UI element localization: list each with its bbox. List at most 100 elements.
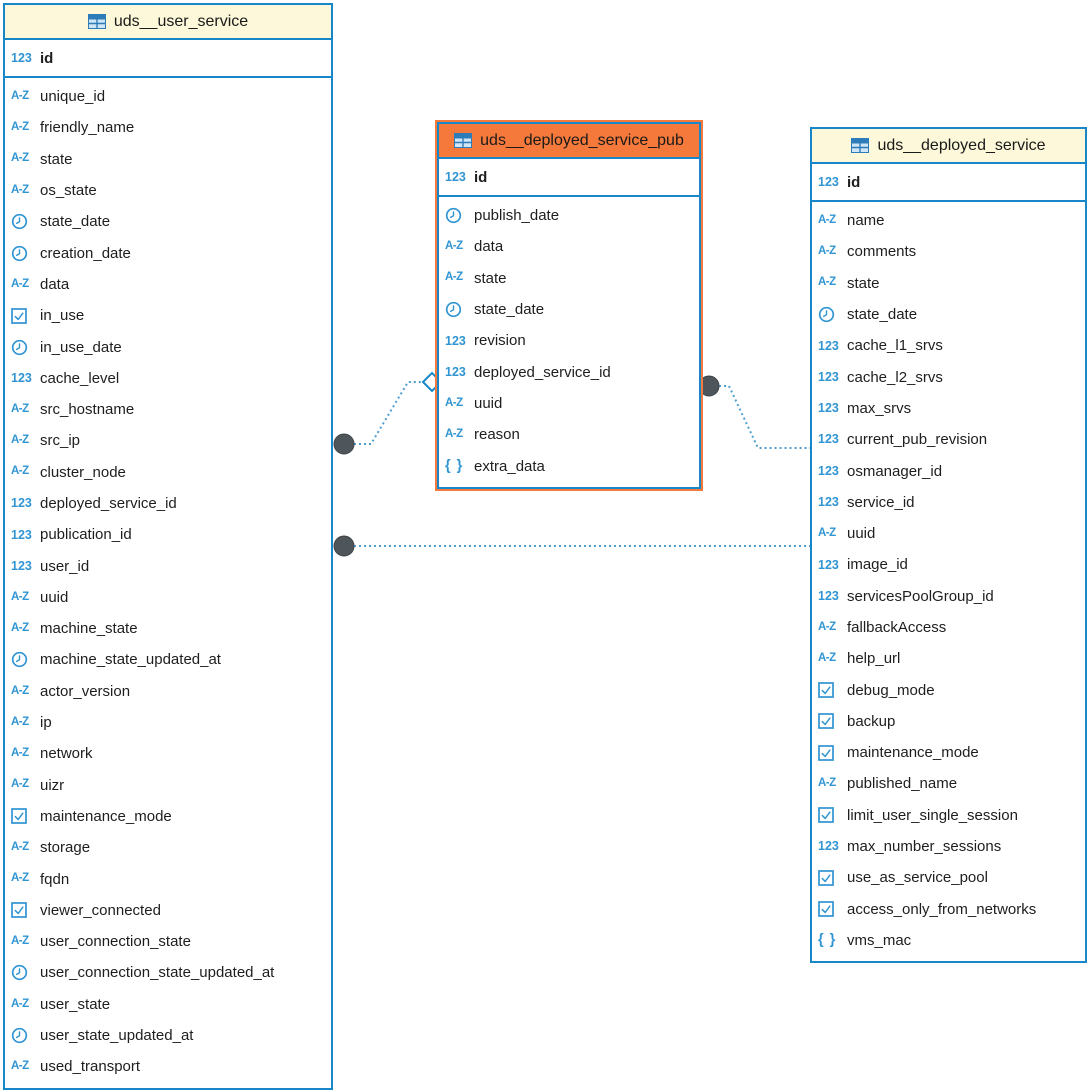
column-row-in_use_date[interactable]: in_use_date — [5, 331, 331, 362]
column-name: state — [40, 150, 73, 168]
number-type-icon: 123 — [818, 432, 839, 447]
boolean-type-icon — [818, 744, 847, 761]
string-type-icon: A-Z — [818, 245, 836, 258]
column-name: extra_data — [474, 457, 545, 475]
column-name: used_transport — [40, 1058, 141, 1076]
column-row-state_date[interactable]: state_date — [812, 299, 1085, 330]
column-name: access_only_from_networks — [847, 900, 1037, 918]
relation-endpoint-circle[interactable] — [333, 433, 355, 455]
column-row-backup[interactable]: backup — [812, 706, 1085, 737]
column-name: current_pub_revision — [847, 431, 988, 449]
entity-header[interactable]: uds__deployed_service — [812, 129, 1085, 164]
column-name: cluster_node — [40, 463, 126, 481]
number-type-icon: 123 — [818, 495, 839, 510]
datetime-type-icon — [11, 339, 40, 356]
column-row-user_connection_state_updated_at[interactable]: user_connection_state_updated_at — [5, 957, 331, 988]
column-row-viewer_connected[interactable]: viewer_connected — [5, 895, 331, 926]
column-name: uuid — [474, 394, 503, 412]
column-row-publish_date[interactable]: publish_date — [439, 200, 699, 231]
column-row-machine_state_updated_at[interactable]: machine_state_updated_at — [5, 644, 331, 675]
column-row-user_state_updated_at[interactable]: user_state_updated_at — [5, 1020, 331, 1051]
column-row-vms_mac[interactable]: { }vms_mac — [812, 925, 1085, 956]
column-row-use_as_service_pool[interactable]: use_as_service_pool — [812, 862, 1085, 893]
entity-header[interactable]: uds__user_service — [5, 5, 331, 40]
column-name: help_url — [847, 650, 901, 668]
datetime-type-icon — [11, 245, 40, 262]
relation-endpoint-circle[interactable] — [698, 375, 720, 397]
column-name: data — [474, 238, 504, 256]
column-row-maintenance_mode[interactable]: maintenance_mode — [5, 801, 331, 832]
relation-line-user_service-to-deployed_service_pub[interactable] — [344, 381, 423, 445]
datetime-type-icon — [11, 651, 40, 668]
column-row-debug_mode[interactable]: debug_mode — [812, 674, 1085, 705]
column-row-current_pub_revision[interactable]: 123 current_pub_revision — [812, 424, 1085, 455]
column-name: os_state — [40, 182, 97, 200]
column-name: in_use_date — [40, 338, 122, 356]
boolean-type-icon — [818, 901, 847, 918]
column-row-state_date[interactable]: state_date — [5, 206, 331, 237]
entity-header[interactable]: uds__deployed_service_pub — [439, 124, 699, 159]
column-row-access_only_from_networks[interactable]: access_only_from_networks — [812, 894, 1085, 925]
relation-line-deployed_service_pub-to-deployed_service[interactable] — [709, 385, 810, 449]
column-row-creation_date[interactable]: creation_date — [5, 237, 331, 268]
column-row-in_use[interactable]: in_use — [5, 300, 331, 331]
column-row-limit_user_single_session[interactable]: limit_user_single_session — [812, 800, 1085, 831]
relation-endpoint-circle[interactable] — [333, 535, 355, 557]
column-row-maintenance_mode[interactable]: maintenance_mode — [812, 737, 1085, 768]
column-name: revision — [474, 332, 526, 350]
column-row-state_date[interactable]: state_date — [439, 294, 699, 325]
column-row-extra_data[interactable]: { }extra_data — [439, 450, 699, 481]
